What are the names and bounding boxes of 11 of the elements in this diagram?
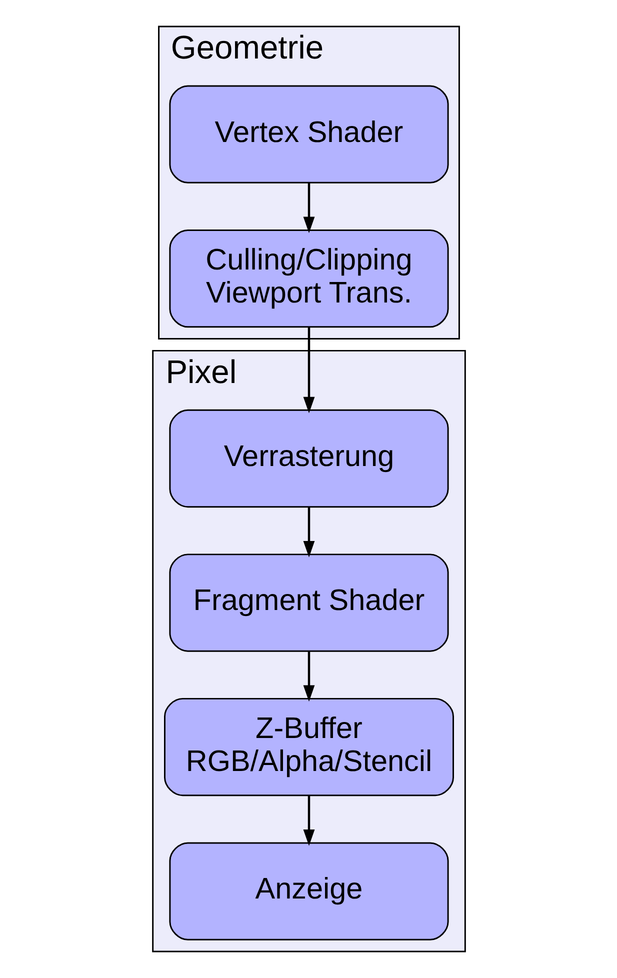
node-box: Culling/Clipping Viewport Trans. [168,229,448,328]
arrow [302,651,314,702]
node-box: Fragment Shader [168,554,448,652]
arrow [302,507,314,558]
arrow [302,182,314,234]
node-box: Anzeige [168,842,448,940]
node-box: Z-Buffer RGB/Alpha/Stencil [164,698,454,796]
arrow [302,796,314,846]
arrow [302,327,314,414]
node-box: Verrasterung [168,409,448,508]
node-box: Vertex Shader [168,85,448,184]
